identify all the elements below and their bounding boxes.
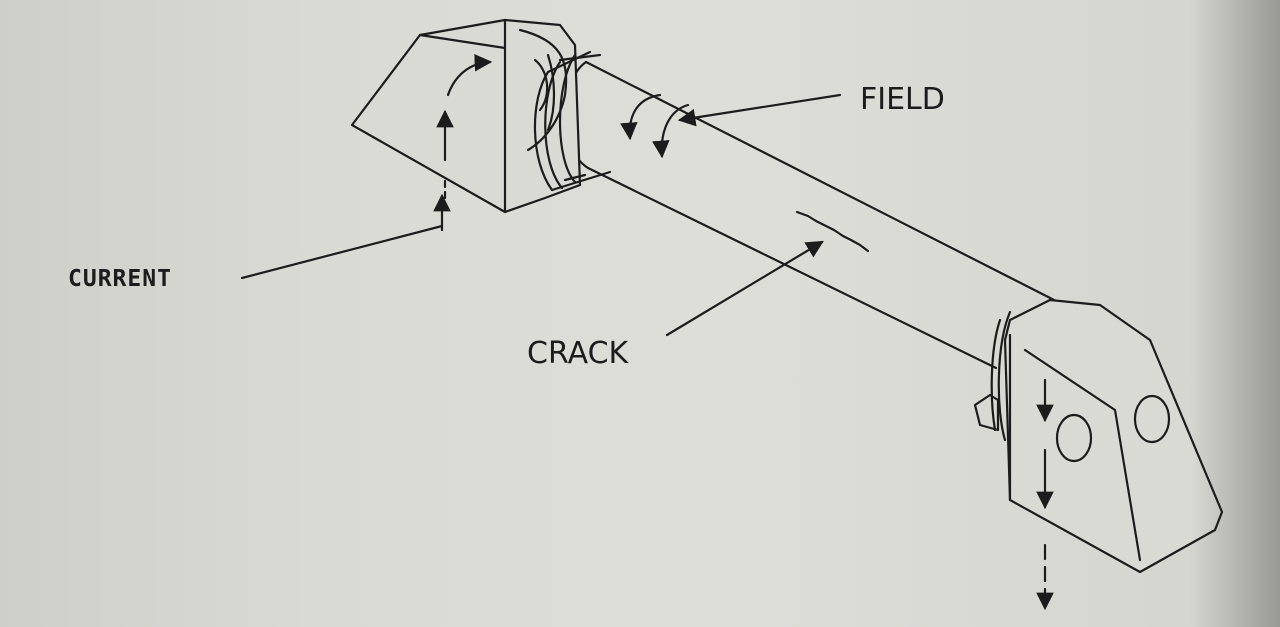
crack-mark bbox=[795, 210, 870, 253]
current-leader-line bbox=[240, 224, 444, 280]
right-end-block bbox=[973, 298, 1224, 574]
crack-label: CRACK bbox=[527, 336, 629, 371]
left-end-block bbox=[350, 18, 602, 214]
shaft bbox=[564, 60, 1060, 370]
field-leader-line bbox=[677, 93, 842, 127]
left-collar bbox=[533, 50, 612, 192]
field-label: FIELD bbox=[860, 82, 945, 117]
current-label: CURRENT bbox=[68, 266, 172, 292]
current-arrows bbox=[433, 53, 1054, 611]
crack-leader-line bbox=[665, 240, 824, 337]
field-arrows bbox=[620, 93, 690, 159]
